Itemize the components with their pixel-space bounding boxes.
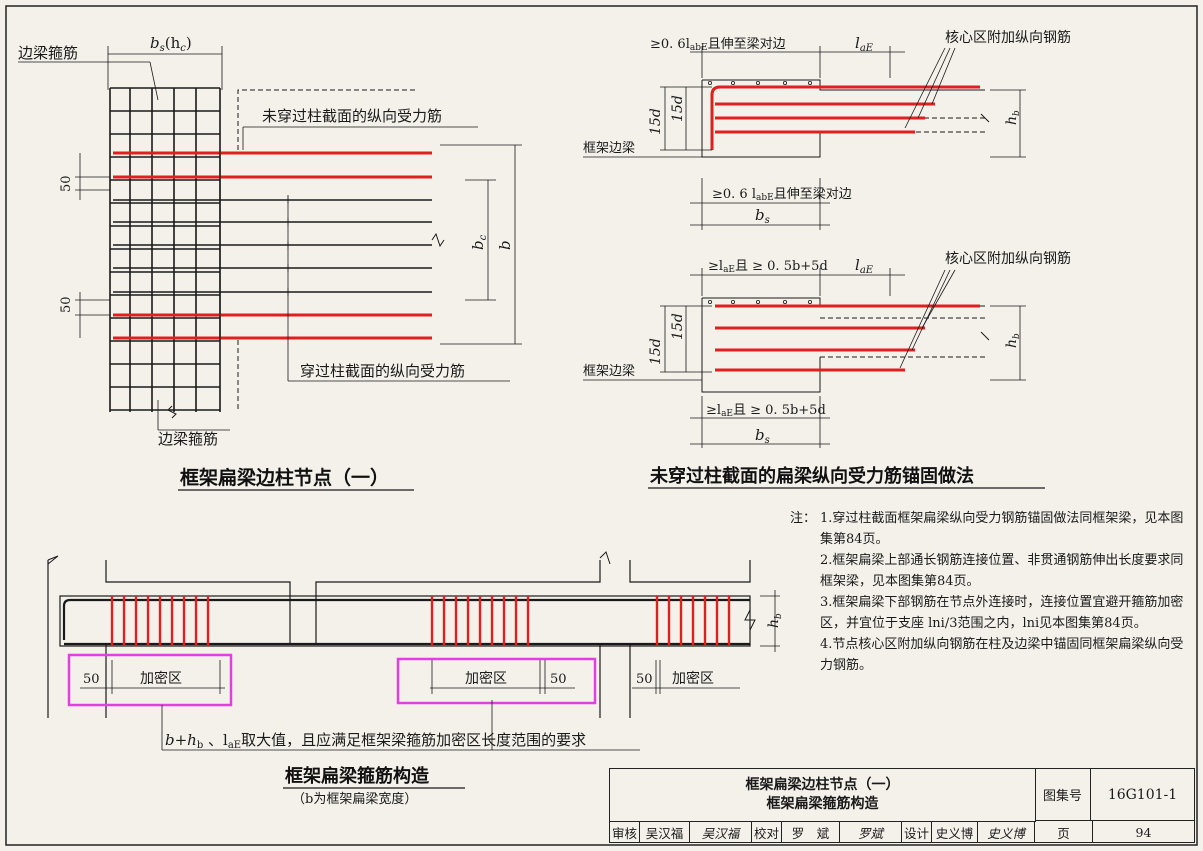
label-stirrup-top: 边梁箍筋 xyxy=(18,44,78,62)
label-edge-beam-top: 框架边梁 xyxy=(583,141,635,156)
sheet-frame xyxy=(5,5,1198,846)
beam-outline-top xyxy=(219,88,415,150)
tb-designer-sig: 史义博 xyxy=(978,821,1035,843)
note-prefix xyxy=(790,634,820,676)
fig2-top-detail: ≥0. 6labE且伸至梁对边 laE 核心区附加纵向钢筋 框架边梁 15d 1… xyxy=(583,29,1071,230)
dim-bs-top: bs xyxy=(755,206,770,226)
stirrup-groups xyxy=(110,596,731,646)
fig3-stirrup-beam: hb 50 加密区 加密区 50 50 加密区 b+hb 、laE取大值，且应满… xyxy=(47,551,784,807)
note-prefix xyxy=(790,592,820,634)
dim-hb-fig3: hb xyxy=(766,613,784,628)
dim-hb-bottom: hb xyxy=(1004,333,1022,348)
tb-atlas-no: 16G101-1 xyxy=(1091,769,1194,821)
tb-page-label: 页 xyxy=(1035,821,1093,843)
note-text: 2.框架扁梁上部通长钢筋连接位置、非贯通钢筋伸出长度要求同框架梁，见本图集第84… xyxy=(820,553,1184,589)
label-dense-3: 加密区 xyxy=(672,670,714,687)
tb-atlas-label: 图集号 xyxy=(1035,769,1091,821)
dim-bs-label: bs(hc) xyxy=(150,34,192,54)
label-requirement: b+hb 、laE取大值，且应满足框架梁箍筋加密区长度范围的要求 xyxy=(165,731,586,751)
title-block-main: 框架扁梁边柱节点（一） 框架扁梁箍筋构造 xyxy=(610,769,1036,822)
notes-block: 注：1.穿过柱截面框架扁梁纵向受力钢筋锚固做法同框架梁，见本图集第84页。2.框… xyxy=(790,508,1190,676)
label-lae-top: laE xyxy=(855,34,874,54)
fig2-bottom-detail: ≥laE且 ≥ 0. 5b+5d laE 核心区附加纵向钢筋 框架边梁 15d … xyxy=(583,250,1071,489)
label-anchor2-bottom: ≥laE且 ≥ 0. 5b+5d xyxy=(706,403,826,419)
label-anchor2-top: ≥0. 6 labE且伸至梁对边 xyxy=(712,187,852,203)
tb-review-label: 审核 xyxy=(610,821,640,843)
note-item: 2.框架扁梁上部通长钢筋连接位置、非贯通钢筋伸出长度要求同框架梁，见本图集第84… xyxy=(790,550,1190,592)
label-through: 穿过柱截面的纵向受力筋 xyxy=(300,362,465,380)
label-anchor-bottom: ≥laE且 ≥ 0. 5b+5d xyxy=(708,259,828,275)
note-item: 3.框架扁梁下部钢筋在节点外连接时，连接位置宜避开箍筋加密区，并宜位于支座 ln… xyxy=(790,592,1190,634)
label-core-bottom: 核心区附加纵向钢筋 xyxy=(945,250,1071,267)
beam-longitudinal-bars xyxy=(113,196,432,296)
label-dense-1: 加密区 xyxy=(140,670,182,687)
highlight-box-2 xyxy=(396,657,597,705)
tb-title-line1: 框架扁梁边柱节点（一） xyxy=(745,777,900,793)
label-not-through: 未穿过柱截面的纵向受力筋 xyxy=(262,107,442,125)
note-prefix: 注： xyxy=(790,511,817,526)
dim-50-1: 50 xyxy=(83,672,100,687)
rebar-not-through xyxy=(113,151,432,340)
dim-15d-b-bottom: 15d xyxy=(670,313,686,340)
tb-reviewer-sig: 吴汉福 xyxy=(690,821,752,843)
dim-50-b: 50 xyxy=(59,296,74,313)
tb-reviewer: 吴汉福 xyxy=(640,821,690,843)
fig3-title: 框架扁梁箍筋构造 xyxy=(285,765,429,787)
tb-signature-row: 审核 吴汉福 吴汉福 校对 罗 斌 罗斌 设计 史义博 史义博 页 94 xyxy=(610,821,1196,843)
label-dense-2: 加密区 xyxy=(465,670,507,687)
dim-50-2: 50 xyxy=(550,672,567,687)
dim-15d-a-bottom: 15d xyxy=(648,338,664,365)
note-text: 1.穿过柱截面框架扁梁纵向受力钢筋锚固做法同框架梁，见本图集第84页。 xyxy=(820,511,1184,547)
fig2-title: 未穿过柱截面的扁梁纵向受力筋锚固做法 xyxy=(650,465,974,487)
beam-body xyxy=(59,595,751,647)
dim-hb-top: hb xyxy=(1004,110,1022,125)
note-prefix xyxy=(790,550,820,592)
tb-design-label: 设计 xyxy=(902,821,932,843)
tb-title-line2: 框架扁梁箍筋构造 xyxy=(766,796,879,812)
note-text: 3.框架扁梁下部钢筋在节点外连接时，连接位置宜避开箍筋加密区，并宜位于支座 ln… xyxy=(820,595,1184,631)
label-edge-beam-bottom: 框架边梁 xyxy=(583,364,635,379)
highlight-box-1 xyxy=(67,653,233,707)
beam-outline-bottom xyxy=(219,340,239,412)
dim-15d-a-top: 15d xyxy=(648,108,664,135)
fig1-column-node: bs(hc) 边梁箍筋 未穿过柱截面的纵向受力筋 穿过柱截面的纵向受力筋 边梁箍… xyxy=(18,34,522,491)
label-core-top: 核心区附加纵向钢筋 xyxy=(945,29,1071,46)
label-stirrup-bottom: 边梁箍筋 xyxy=(158,430,218,448)
title-block: 框架扁梁边柱节点（一） 框架扁梁箍筋构造 图集号 16G101-1 审核 吴汉福… xyxy=(609,768,1195,843)
dim-b: b xyxy=(496,240,514,250)
note-text: 4.节点核心区附加纵向钢筋在柱及边梁中锚固同框架扁梁纵向受力钢筋。 xyxy=(820,637,1184,673)
fig1-title: 框架扁梁边柱节点（一） xyxy=(180,466,389,489)
tb-page-no: 94 xyxy=(1135,824,1152,840)
label-anchor-top: ≥0. 6labE且伸至梁对边 xyxy=(650,37,786,53)
tb-check-label: 校对 xyxy=(752,821,782,843)
dim-bs-bottom: bs xyxy=(755,426,770,446)
top-anchor-bar xyxy=(710,85,980,150)
tb-checker: 罗 斌 xyxy=(782,821,840,843)
dim-50-3: 50 xyxy=(636,672,653,687)
fig3-subtitle: （b为框架扁梁宽度） xyxy=(292,791,417,807)
column-stirrup-mesh xyxy=(109,87,221,412)
label-lae-bottom: laE xyxy=(855,256,874,276)
dim-15d-b-top: 15d xyxy=(670,95,686,122)
tb-designer: 史义博 xyxy=(932,821,978,843)
tb-checker-sig: 罗斌 xyxy=(840,821,902,843)
note-item: 4.节点核心区附加纵向钢筋在柱及边梁中锚固同框架扁梁纵向受力钢筋。 xyxy=(790,634,1190,676)
dim-50-a: 50 xyxy=(59,175,74,192)
note-item: 注：1.穿过柱截面框架扁梁纵向受力钢筋锚固做法同框架梁，见本图集第84页。 xyxy=(790,508,1190,550)
dim-bc: bc xyxy=(469,234,489,250)
break-mark xyxy=(431,232,445,248)
